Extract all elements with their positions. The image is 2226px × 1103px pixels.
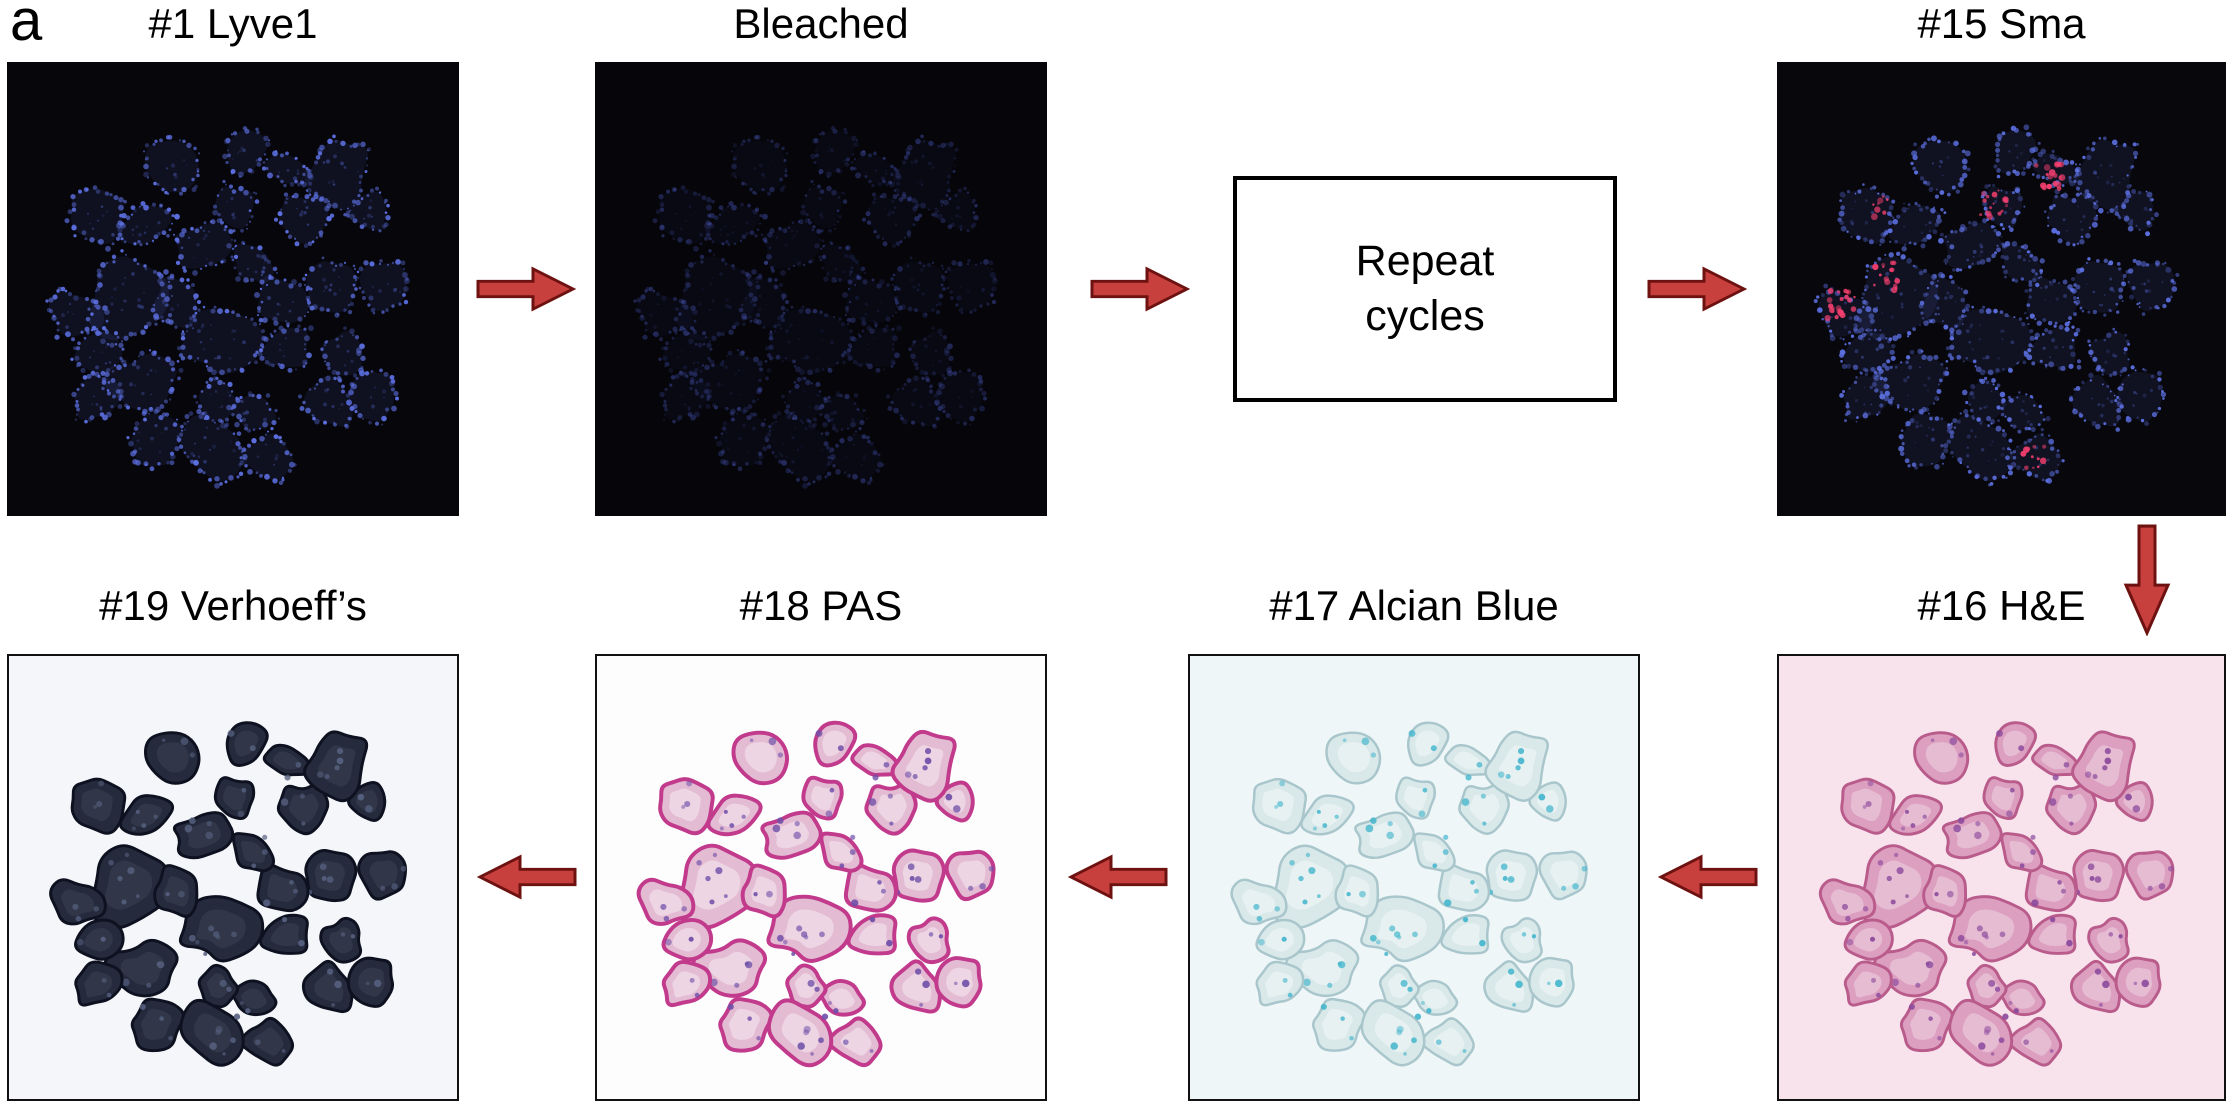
flow-arrow-right-icon-3: [1647, 265, 1747, 313]
micrograph-alcian-blue-stain: [1188, 654, 1640, 1101]
flow-arrow-right-icon-2: [1090, 265, 1190, 313]
flow-arrow-left-icon-2: [1068, 853, 1168, 901]
micrograph-bleached-fluorescence: [595, 62, 1047, 516]
flow-arrow-left-icon-3: [477, 853, 577, 901]
panel-label-verhoeffs: #19 Verhoeff’s: [99, 582, 367, 629]
micrograph-verhoeffs-stain: [7, 654, 459, 1101]
repeat-cycles-box: Repeat cycles: [1233, 176, 1617, 402]
micrograph-pas-stain: [595, 654, 1047, 1101]
flow-arrow-left-icon-1: [1658, 853, 1758, 901]
flow-arrow-down-icon: [2122, 524, 2172, 636]
repeat-cycles-label-line1: Repeat: [1355, 236, 1495, 285]
panel-label-lyve1: #1 Lyve1: [148, 0, 318, 47]
figure-letter: a: [10, 0, 43, 53]
panel-label-pas: #18 PAS: [739, 582, 903, 629]
panel-label-alcian-blue: #17 Alcian Blue: [1269, 582, 1559, 629]
panel-label-bleached: Bleached: [733, 0, 909, 47]
flow-arrow-right-icon-1: [476, 265, 576, 313]
micrograph-lyve1-fluorescence: [7, 62, 459, 516]
micrograph-he-stain: [1777, 654, 2226, 1101]
repeat-cycles-label-line2: cycles: [1365, 292, 1485, 340]
panel-label-sma: #15 Sma: [1917, 0, 2086, 47]
micrograph-sma-fluorescence: [1777, 62, 2226, 516]
panel-label-he: #16 H&E: [1917, 582, 2086, 629]
